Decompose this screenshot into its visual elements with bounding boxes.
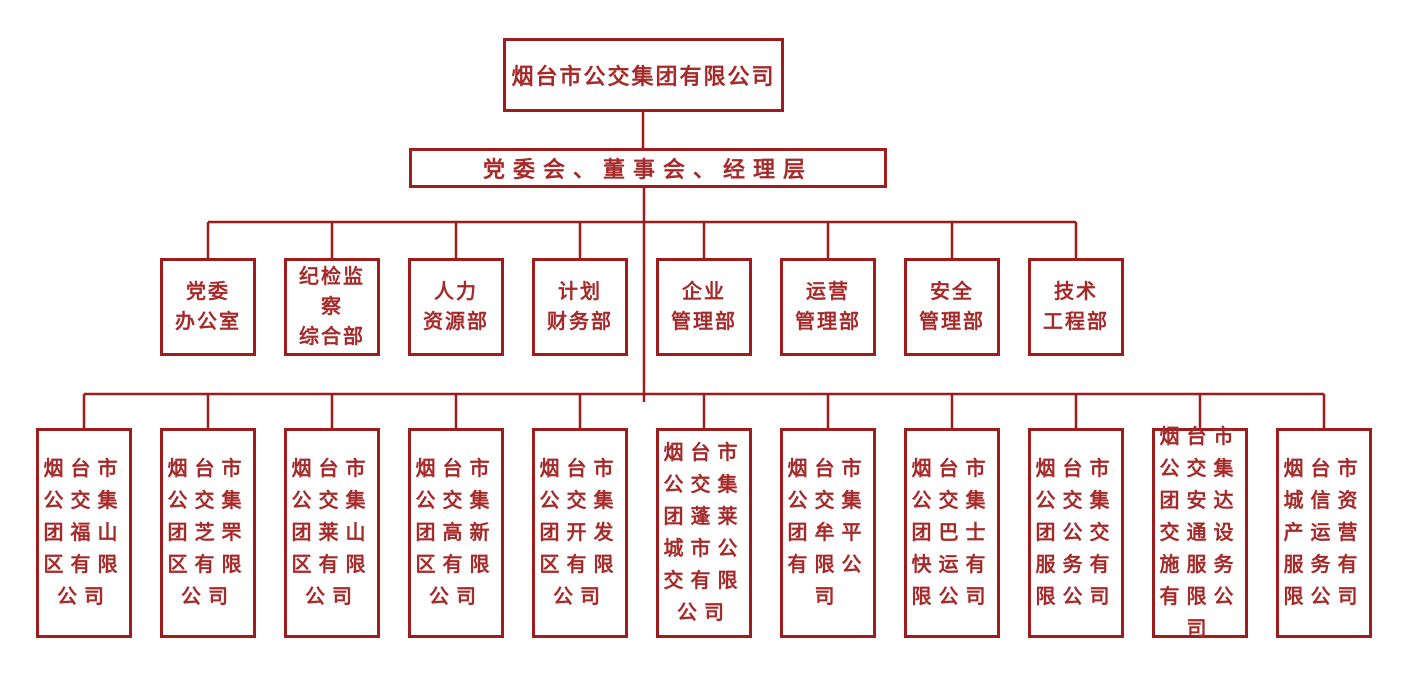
subsidiary-node-gaoxin: 烟台市 公交集 团高新 区有限 公司 [408,428,504,638]
subsidiary-node-penglai: 烟台市 公交集 团蓬莱 城市公 交有限 公司 [656,428,752,638]
subsidiary-node-zhifu: 烟台市 公交集 团芝罘 区有限 公司 [160,428,256,638]
dept-node-enterprise-management: 企业 管理部 [656,258,752,356]
subsidiary-node-kaifa: 烟台市 公交集 团开发 区有限 公司 [532,428,628,638]
org-node-governance: 党委会、董事会、经理层 [409,148,887,188]
subsidiary-node-bus-service: 烟台市 公交集 团公交 服务有 限公司 [1028,428,1124,638]
dept-node-party-committee-office: 党委 办公室 [160,258,256,356]
dept-node-operations-management: 运营 管理部 [780,258,876,356]
dept-node-safety-management: 安全 管理部 [904,258,1000,356]
dept-node-discipline-inspection: 纪检监 察 综合部 [284,258,380,356]
subsidiary-node-fushan: 烟台市 公交集 团福山 区有限 公司 [36,428,132,638]
subsidiary-node-muping: 烟台市 公交集 团牟平 有限公 司 [780,428,876,638]
dept-node-technology-engineering: 技术 工程部 [1028,258,1124,356]
dept-node-planning-finance: 计划 财务部 [532,258,628,356]
subsidiary-node-laishan: 烟台市 公交集 团莱山 区有限 公司 [284,428,380,638]
org-node-root: 烟台市公交集团有限公司 [503,38,784,112]
subsidiary-node-anda-traffic-facilities: 烟台市 公交集 团安达 交通设 施服务 有限公 司 [1152,426,1248,640]
dept-node-human-resources: 人力 资源部 [408,258,504,356]
subsidiary-node-chengxin-asset: 烟台市 城信资 产运营 服务有 限公司 [1276,428,1372,638]
subsidiary-node-bus-express: 烟台市 公交集 团巴士 快运有 限公司 [904,428,1000,638]
